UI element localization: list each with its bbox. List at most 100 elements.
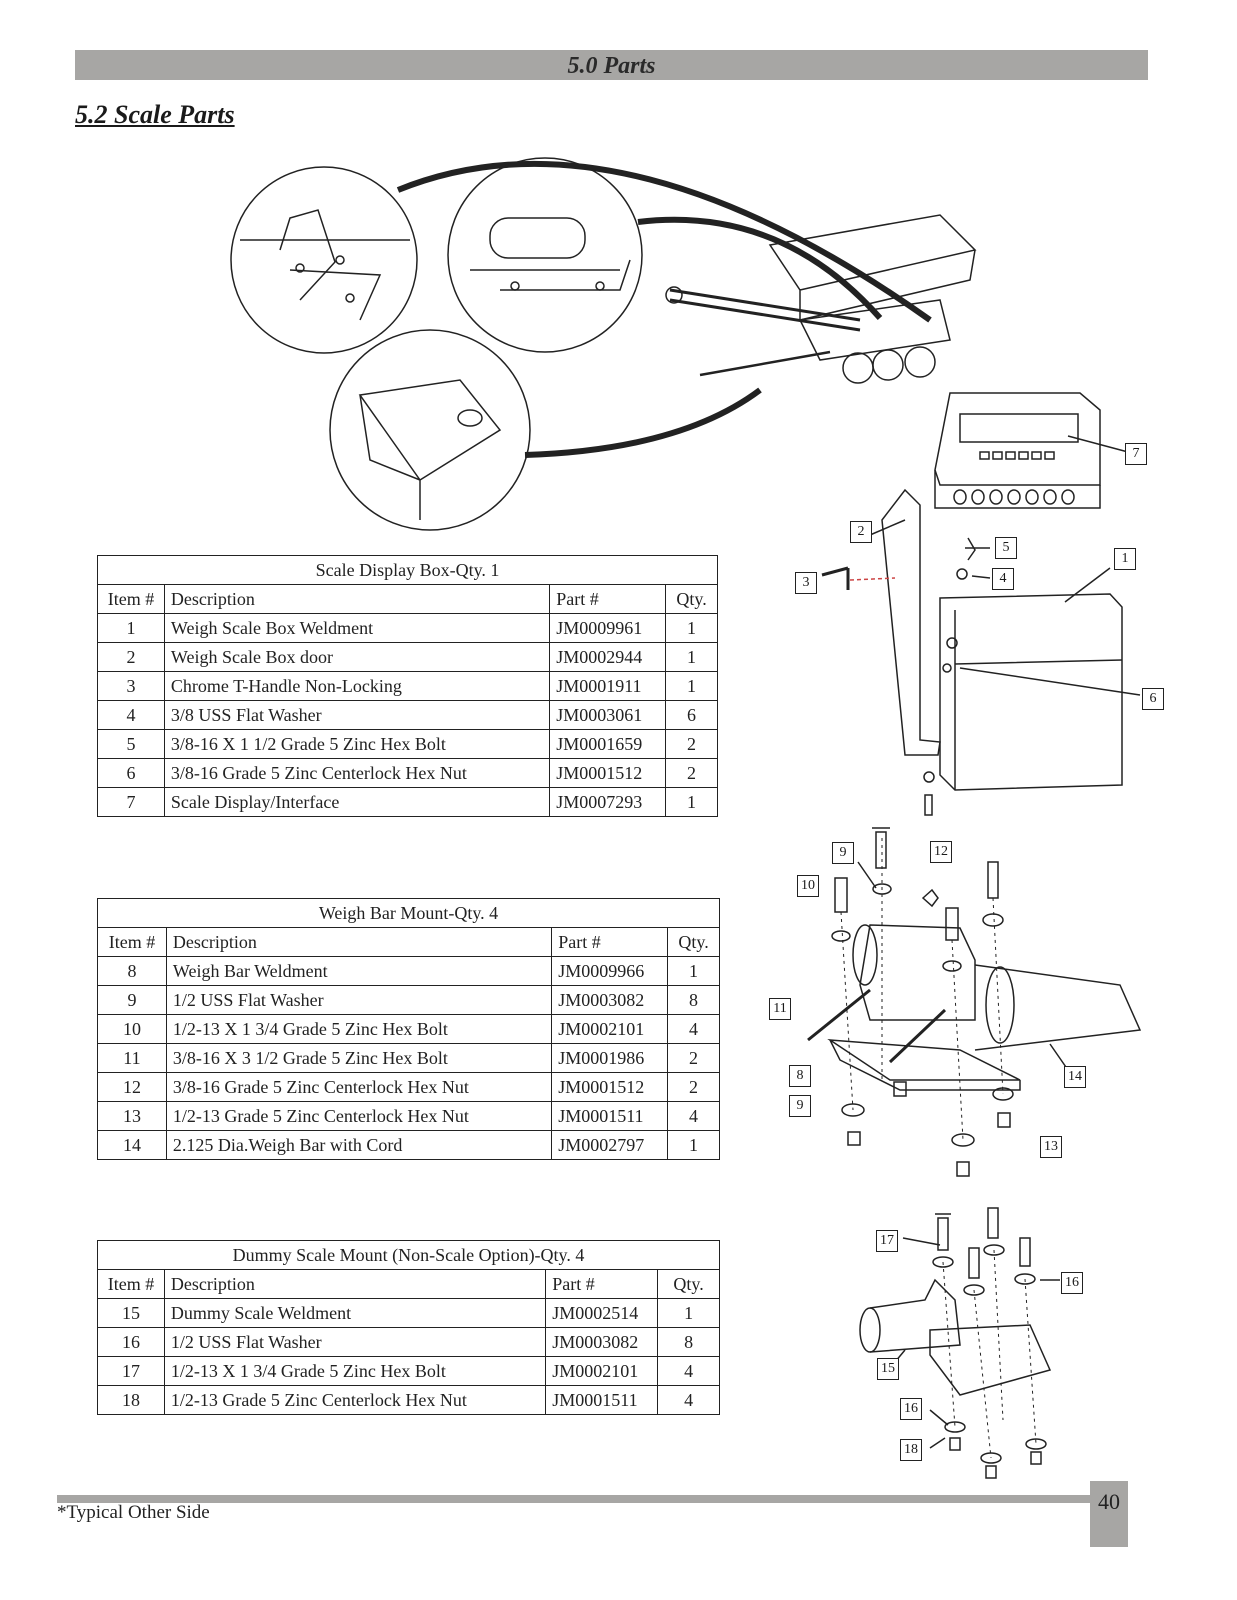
quantity: 8 [667, 985, 720, 1015]
quantity: 1 [657, 1298, 720, 1328]
item-description: 2.125 Dia.Weigh Bar with Cord [165, 1130, 553, 1160]
parts-table-dummy-scale-mount: Dummy Scale Mount (Non-Scale Option)-Qty… [97, 1240, 720, 1415]
quantity: 4 [657, 1385, 720, 1415]
part-number: JM0001911 [549, 671, 667, 701]
part-number: JM0007293 [549, 787, 667, 817]
item-number: 3 [97, 671, 165, 701]
item-number: 11 [97, 1043, 167, 1073]
callout-6: 6 [1142, 688, 1164, 710]
quantity: 8 [657, 1327, 720, 1357]
quantity: 2 [667, 1072, 720, 1102]
parts-table-scale-display-box: Scale Display Box-Qty. 1 Item # Descript… [97, 555, 718, 817]
quantity: 1 [667, 956, 720, 986]
part-number: JM0003082 [545, 1327, 659, 1357]
part-number: JM0001986 [551, 1043, 669, 1073]
chapter-title: 5.0 Parts [567, 53, 656, 79]
section-title: 5.2 Scale Parts [75, 100, 235, 129]
callout-8: 8 [789, 1065, 811, 1087]
item-number: 15 [97, 1298, 165, 1328]
quantity: 1 [667, 1130, 720, 1160]
item-description: Scale Display/Interface [163, 787, 551, 817]
item-number: 6 [97, 758, 165, 788]
quantity: 1 [665, 642, 718, 672]
callout-17: 17 [876, 1230, 898, 1252]
item-description: Weigh Scale Box Weldment [163, 613, 551, 643]
item-description: 3/8 USS Flat Washer [163, 700, 551, 730]
item-number: 9 [97, 985, 167, 1015]
column-header-part: Part # [549, 584, 667, 614]
column-header-qty: Qty. [665, 584, 718, 614]
part-number: JM0002101 [545, 1356, 659, 1386]
dummy-mount-illustration [859, 1207, 1060, 1479]
item-description: 1/2-13 X 1 3/4 Grade 5 Zinc Hex Bolt [165, 1014, 553, 1044]
item-number: 16 [97, 1327, 165, 1357]
item-description: 1/2-13 Grade 5 Zinc Centerlock Hex Nut [163, 1385, 547, 1415]
item-description: 3/8-16 X 1 1/2 Grade 5 Zinc Hex Bolt [163, 729, 551, 759]
footer-bar [57, 1495, 1092, 1503]
column-header-description: Description [163, 584, 551, 614]
quantity: 4 [667, 1014, 720, 1044]
quantity: 1 [665, 787, 718, 817]
item-number: 1 [97, 613, 165, 643]
item-number: 7 [97, 787, 165, 817]
item-number: 4 [97, 700, 165, 730]
item-number: 14 [97, 1130, 167, 1160]
column-header-description: Description [165, 927, 553, 957]
callout-2: 2 [850, 521, 872, 543]
item-description: 3/8-16 X 3 1/2 Grade 5 Zinc Hex Bolt [165, 1043, 553, 1073]
callout-16-right: 16 [1061, 1272, 1083, 1294]
callout-16-left: 16 [900, 1398, 922, 1420]
column-header-item: Item # [97, 584, 165, 614]
weigh-bar-illustration [807, 827, 1142, 1177]
item-number: 13 [97, 1101, 167, 1131]
callout-13: 13 [1040, 1136, 1062, 1158]
part-number: JM0002514 [545, 1298, 659, 1328]
item-number: 5 [97, 729, 165, 759]
part-number: JM0001659 [549, 729, 667, 759]
callout-10: 10 [797, 875, 819, 897]
quantity: 4 [657, 1356, 720, 1386]
callout-1: 1 [1114, 548, 1136, 570]
part-number: JM0001511 [545, 1385, 659, 1415]
callout-9-top: 9 [832, 842, 854, 864]
part-number: JM0009966 [551, 956, 669, 986]
column-header-item: Item # [97, 1269, 165, 1299]
quantity: 2 [665, 729, 718, 759]
column-header-description: Description [163, 1269, 547, 1299]
quantity: 6 [665, 700, 718, 730]
callout-4: 4 [992, 568, 1014, 590]
item-number: 17 [97, 1356, 165, 1386]
item-number: 10 [97, 1014, 167, 1044]
column-header-item: Item # [97, 927, 167, 957]
callout-7: 7 [1125, 443, 1147, 465]
callout-18: 18 [900, 1439, 922, 1461]
callout-9-bottom: 9 [789, 1095, 811, 1117]
parts-table-weigh-bar-mount: Weigh Bar Mount-Qty. 4 Item # Descriptio… [97, 898, 720, 1160]
item-description: 1/2 USS Flat Washer [163, 1327, 547, 1357]
table-caption: Weigh Bar Mount-Qty. 4 [97, 898, 720, 928]
item-number: 18 [97, 1385, 165, 1415]
quantity: 1 [665, 613, 718, 643]
item-number: 2 [97, 642, 165, 672]
page-number: 40 [1098, 1489, 1120, 1514]
page-number-tab: 40 [1090, 1481, 1128, 1547]
part-number: JM0002944 [549, 642, 667, 672]
item-description: Weigh Bar Weldment [165, 956, 553, 986]
item-description: 3/8-16 Grade 5 Zinc Centerlock Hex Nut [165, 1072, 553, 1102]
column-header-part: Part # [545, 1269, 659, 1299]
column-header-part: Part # [551, 927, 669, 957]
callout-12: 12 [930, 841, 952, 863]
item-description: 1/2-13 X 1 3/4 Grade 5 Zinc Hex Bolt [163, 1356, 547, 1386]
item-number: 12 [97, 1072, 167, 1102]
column-header-qty: Qty. [667, 927, 720, 957]
